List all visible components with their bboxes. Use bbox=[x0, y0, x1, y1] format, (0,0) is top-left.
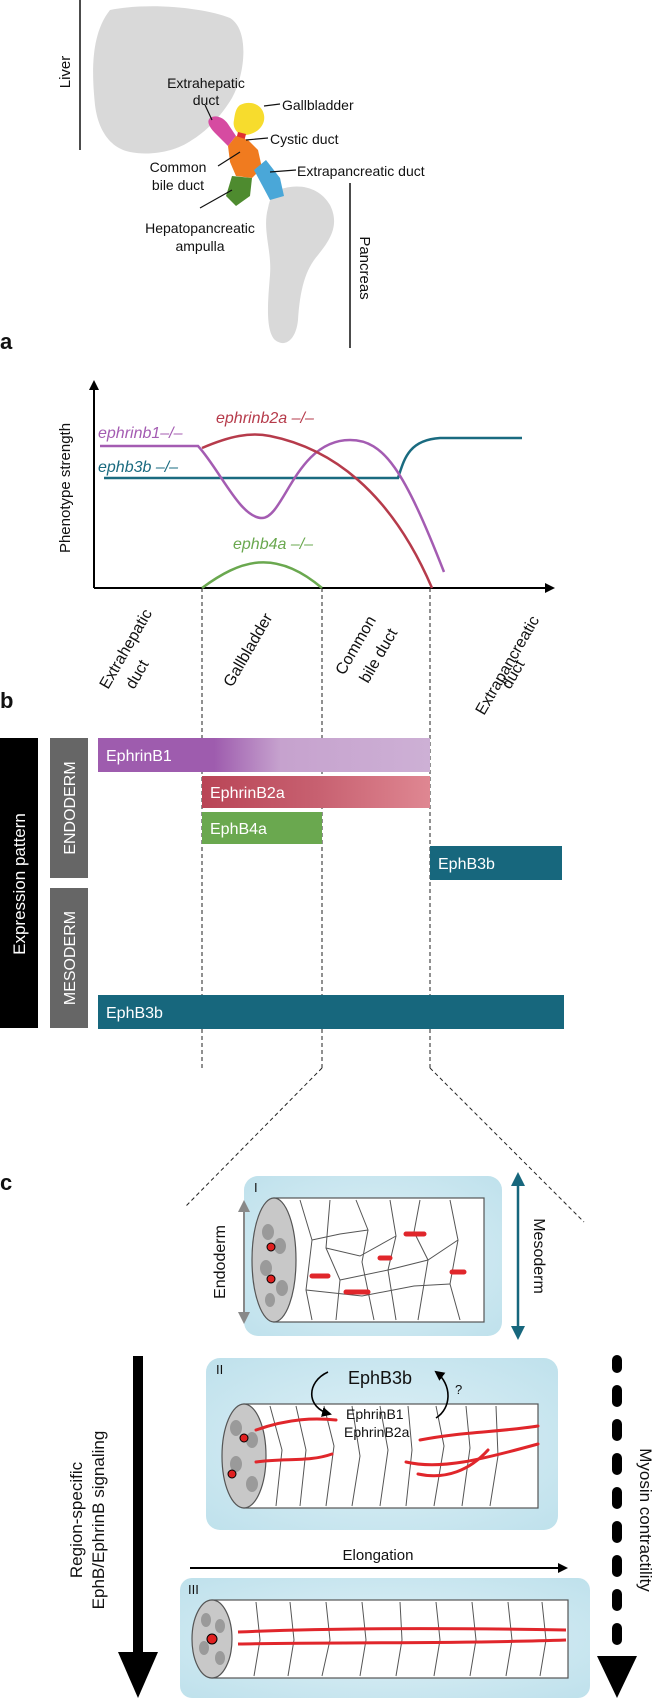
signaling-label-2: EphB/EphrinB signaling bbox=[89, 1431, 108, 1610]
stage-1-tube: I Endoderm Mesoderm bbox=[212, 1172, 547, 1340]
ephrinb2a-bar-label: EphrinB2a bbox=[210, 785, 285, 802]
anatomy-diagram: Liver Pancreas Extrahepatic duct Gallbla… bbox=[57, 0, 425, 348]
region-boundaries bbox=[185, 588, 585, 1223]
gallbladder-shape bbox=[233, 102, 265, 136]
common-bile-duct-label-2: bile duct bbox=[152, 177, 204, 193]
ephrinb1-bar-label: EphrinB1 bbox=[106, 748, 172, 765]
ephb4a-curve bbox=[201, 561, 323, 590]
y-axis-label: Phenotype strength bbox=[57, 423, 74, 553]
pancreas-label: Pancreas bbox=[356, 236, 373, 299]
common-bile-duct-shape bbox=[228, 136, 262, 178]
stage-3-label: III bbox=[188, 1582, 199, 1597]
elongation-label: Elongation bbox=[343, 1547, 414, 1564]
extrapancreatic-duct-label: Extrapancreatic duct bbox=[297, 163, 425, 179]
stage-1-mesoderm-label: Mesoderm bbox=[530, 1218, 547, 1294]
expression-pattern-label: Expression pattern bbox=[10, 813, 29, 955]
pancreas-shape bbox=[266, 186, 335, 344]
ephrinb1-curve bbox=[100, 438, 446, 573]
ampulla-shape bbox=[226, 176, 252, 206]
mesoderm-label: MESODERM bbox=[62, 911, 79, 1005]
ephrinb2a-bar bbox=[202, 776, 430, 808]
ephb3b-mesoderm-bar bbox=[98, 995, 564, 1029]
region-label-gallbladder: Gallbladder bbox=[221, 610, 277, 690]
ephrinb2a-series-label: ephrinb2a –/– bbox=[216, 410, 314, 427]
myosin-contractility-arrow bbox=[597, 1355, 637, 1698]
stage-1-label: I bbox=[254, 1180, 258, 1195]
ampulla-label-1: Hepatopancreatic bbox=[145, 220, 255, 236]
stage-2-question-mark: ? bbox=[455, 1382, 462, 1397]
ephb3b-to-ephrinb-arrow bbox=[311, 1371, 332, 1417]
extrahepatic-duct-shape bbox=[208, 116, 236, 146]
ephrinb1-series-label: ephrinb1–/– bbox=[98, 425, 183, 442]
myosin-contractility-label: Myosin contractility bbox=[636, 1448, 655, 1592]
ephrinb2a-curve bbox=[201, 433, 434, 589]
region-label-extrapancreatic-1: Extrapancreatic bbox=[473, 613, 543, 718]
gallbladder-label: Gallbladder bbox=[282, 97, 354, 113]
panel-c-label: c bbox=[0, 1170, 12, 1195]
ephb3b-series-label: ephb3b –/– bbox=[98, 459, 178, 476]
endoderm-block bbox=[50, 738, 88, 878]
stage-1-endoderm-label: Endoderm bbox=[212, 1225, 229, 1299]
ephb4a-series-label: ephb4a –/– bbox=[233, 536, 313, 553]
common-bile-duct-label-1: Common bbox=[150, 159, 207, 175]
stage-2-ephb3b-label: EphB3b bbox=[348, 1368, 412, 1388]
ephb3b-endoderm-bar bbox=[430, 846, 562, 880]
ephrinb1-bar bbox=[98, 738, 430, 772]
liver-shape bbox=[93, 6, 244, 154]
extrahepatic-duct-label-2: duct bbox=[193, 92, 220, 108]
extrahepatic-duct-label-1: Extrahepatic bbox=[167, 75, 245, 91]
panel-b-label: b bbox=[0, 688, 13, 713]
ephb3b-mesoderm-bar-label: EphB3b bbox=[106, 1005, 163, 1022]
expression-pattern: Expression pattern ENDODERM MESODERM Eph… bbox=[0, 738, 564, 1029]
eph-signaling-arrow bbox=[118, 1356, 158, 1698]
ephrinb-to-ephb3b-arrow bbox=[434, 1370, 449, 1419]
extrapancreatic-duct-shape bbox=[254, 160, 284, 200]
panel-a-label: a bbox=[0, 329, 13, 354]
cystic-duct-label: Cystic duct bbox=[270, 131, 339, 147]
stage-2-ephrinb1-label: EphrinB1 bbox=[346, 1406, 404, 1422]
ephb4a-bar bbox=[202, 812, 322, 844]
ephb4a-bar-label: EphB4a bbox=[210, 821, 267, 838]
signaling-label-1: Region-specific bbox=[67, 1461, 86, 1578]
ampulla-label-2: ampulla bbox=[175, 238, 224, 254]
stage-2-tube: II EphB3b EphrinB1 EphrinB2a ? bbox=[206, 1358, 558, 1530]
stage-3-tube: III bbox=[180, 1578, 590, 1698]
stage-2-label: II bbox=[216, 1362, 223, 1377]
phenotype-chart: Phenotype strength ephrinb1–/– ephrinb2a… bbox=[57, 380, 555, 718]
ephb3b-curve bbox=[104, 436, 522, 480]
ephb3b-endoderm-bar-label: EphB3b bbox=[438, 856, 495, 873]
stage-2-ephrinb2a-label: EphrinB2a bbox=[344, 1424, 410, 1440]
mesoderm-block bbox=[50, 888, 88, 1028]
expression-pattern-block bbox=[0, 738, 38, 1028]
liver-label: Liver bbox=[57, 56, 74, 89]
endoderm-label: ENDODERM bbox=[62, 761, 79, 854]
